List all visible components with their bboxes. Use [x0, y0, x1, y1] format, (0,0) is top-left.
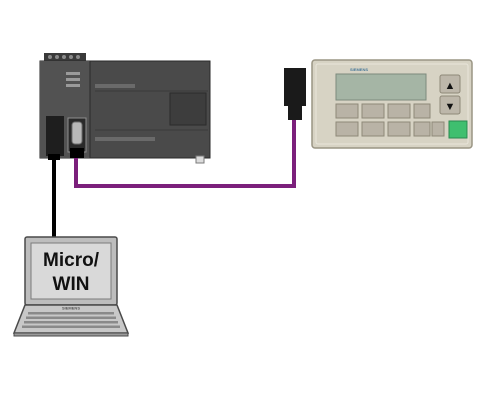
- hmi-down-key[interactable]: ▼: [439, 95, 461, 115]
- hmi-key[interactable]: [387, 103, 411, 119]
- laptop-screen-text-line-1: Micro/: [43, 250, 100, 271]
- hmi-brand-label: SIEMENS: [350, 67, 368, 72]
- hmi-up-key[interactable]: ▲: [439, 74, 461, 94]
- laptop-brand-label: SIEMENS: [62, 306, 80, 311]
- plc-io-leds-bottom: [95, 137, 155, 141]
- plc-status-leds: [66, 72, 80, 87]
- hmi-key[interactable]: [361, 103, 385, 119]
- hmi-key[interactable]: [335, 103, 359, 119]
- hmi-key[interactable]: [413, 103, 431, 119]
- plc-terminal-screws: [48, 55, 80, 59]
- laptop-keyboard: [22, 312, 120, 328]
- arrow-up-icon: ▲: [445, 80, 456, 92]
- plc-din-clip: [195, 155, 205, 164]
- plc-front-cover: [169, 92, 207, 126]
- connector-icon: [70, 148, 84, 158]
- ppi-cable-icon: [74, 118, 296, 188]
- plc-port-cover: [46, 116, 64, 156]
- plc-cpu: [39, 53, 211, 164]
- plc-io-leds-top: [95, 84, 135, 88]
- hmi-lcd-display: [335, 73, 427, 101]
- hmi-key[interactable]: [431, 121, 445, 137]
- laptop-screen: [30, 242, 112, 300]
- arrow-down-icon: ▼: [445, 101, 456, 113]
- hmi-key[interactable]: [335, 121, 359, 137]
- hmi-key[interactable]: [413, 121, 431, 137]
- hmi-keypad-row-1: [335, 103, 431, 119]
- hmi-text-display: SIEMENS ▲ ▼: [284, 59, 473, 149]
- hmi-enter-key[interactable]: [448, 120, 468, 139]
- hmi-keypad-row-2: [335, 121, 445, 137]
- laptop: Micro/ WIN SIEMENS: [12, 236, 130, 337]
- laptop-screen-text-line-2: WIN: [53, 274, 90, 295]
- hmi-key[interactable]: [387, 121, 411, 137]
- ppi-port-connector-icon: [71, 121, 83, 145]
- hmi-key[interactable]: [361, 121, 385, 137]
- hmi-connector-plug-icon: [284, 68, 306, 106]
